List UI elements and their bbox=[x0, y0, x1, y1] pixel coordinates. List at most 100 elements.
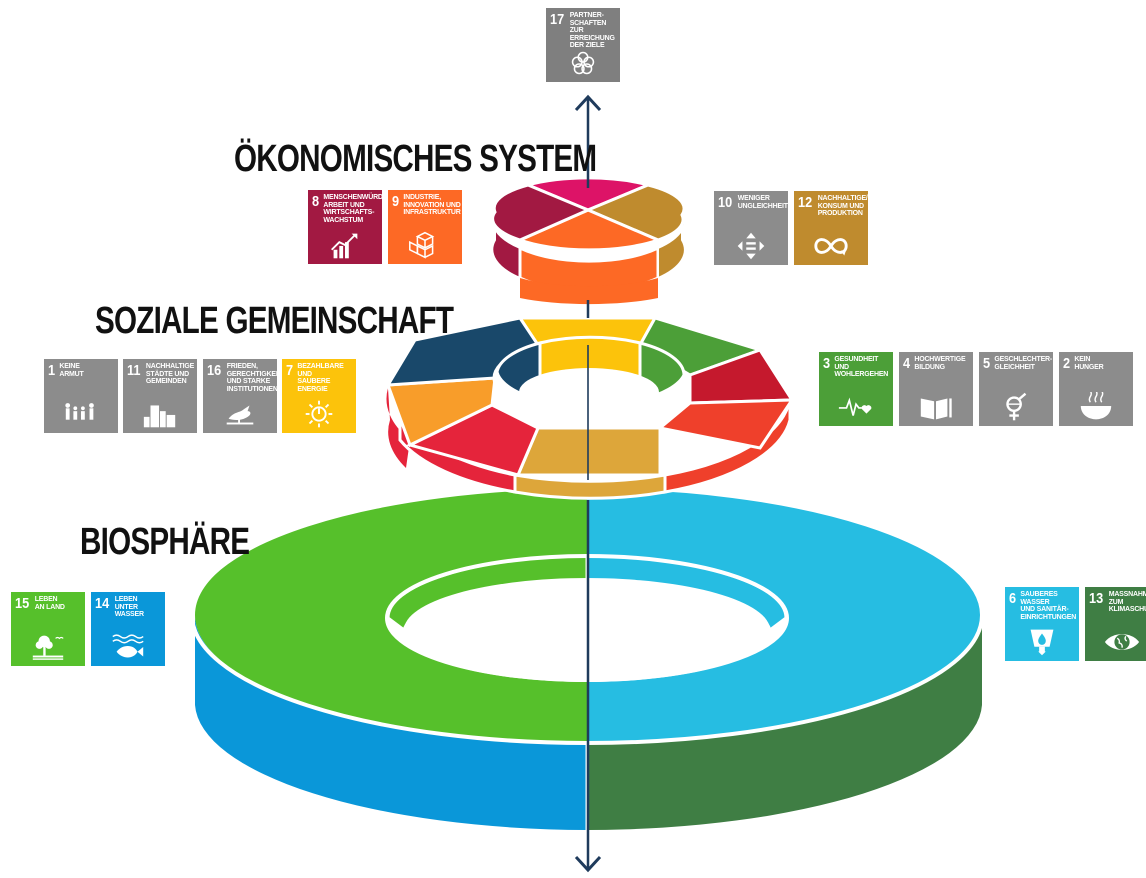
biosphere-title: BIOSPHÄRE bbox=[80, 521, 250, 563]
goal-label: LEBEN UNTER WASSER bbox=[114, 596, 144, 618]
goal-number: 5 bbox=[983, 355, 991, 372]
biosphere-ring bbox=[190, 485, 984, 830]
society-ring bbox=[385, 316, 795, 500]
infinity-icon bbox=[812, 231, 850, 261]
goal-label: HOCHWERTIGE BILDUNG bbox=[914, 356, 966, 371]
economy-side-bottom bbox=[520, 278, 658, 305]
goal-number: 13 bbox=[1089, 590, 1104, 607]
tile-header: 10 WENIGER UNGLEICHHEITEN bbox=[718, 194, 788, 211]
goal-number: 17 bbox=[550, 11, 565, 28]
goal-label: INDUSTRIE, INNOVATION UND INFRASTRUKTUR bbox=[403, 194, 461, 216]
central-axis bbox=[574, 94, 602, 873]
goal-label: MASSNAHMEN ZUM KLIMASCHUTZ bbox=[1108, 591, 1146, 613]
goal-number: 14 bbox=[95, 595, 110, 612]
goal-label: GESCHLECHTER- GLEICHHEIT bbox=[994, 356, 1053, 371]
water-drop-icon bbox=[1023, 627, 1061, 657]
economy-top-pink bbox=[523, 176, 653, 212]
goal-number: 8 bbox=[312, 193, 320, 210]
flower-rings-icon bbox=[564, 48, 602, 78]
goal-label: KEIN HUNGER bbox=[1074, 356, 1104, 371]
biosphere-side-right bbox=[587, 615, 982, 830]
heartbeat-icon bbox=[837, 392, 875, 422]
growth-chart-icon bbox=[326, 230, 364, 260]
goal-label: LEBEN AN LAND bbox=[34, 596, 65, 611]
economy-side-right bbox=[657, 206, 686, 280]
economy-top-orange bbox=[515, 208, 663, 252]
goal-number: 1 bbox=[48, 362, 56, 379]
economy-top-maroon bbox=[491, 183, 592, 242]
economy-title: ÖKONOMISCHES SYSTEM bbox=[234, 138, 597, 180]
goal-label: MENSCHENWÜRDIGE ARBEIT UND WIRTSCHAFTS- … bbox=[323, 194, 382, 224]
goal-number: 4 bbox=[903, 355, 911, 372]
goal-number: 11 bbox=[127, 362, 141, 379]
book-icon bbox=[917, 392, 955, 422]
goal-number: 15 bbox=[15, 595, 30, 612]
goal-number: 6 bbox=[1009, 590, 1017, 607]
sun-power-icon bbox=[300, 399, 338, 429]
goal-number: 16 bbox=[207, 362, 222, 379]
society-side-3 bbox=[513, 473, 667, 500]
goal-label: NACHHALTIGE/R KONSUM UND PRODUKTION bbox=[817, 195, 868, 217]
cubes-icon bbox=[406, 230, 444, 260]
goal-label: BEZAHLBARE UND SAUBERE ENERGIE bbox=[297, 363, 344, 393]
goal-label: KEINE ARMUT bbox=[59, 363, 84, 378]
biosphere-side-left bbox=[195, 615, 587, 830]
goal-label: FRIEDEN, GERECHTIGKEIT UND STARKE INSTIT… bbox=[226, 363, 277, 393]
arrow-up-icon bbox=[574, 94, 602, 112]
goal-number: 9 bbox=[392, 193, 400, 210]
sdg-tile-15[interactable]: 15 LEBEN AN LAND bbox=[11, 592, 85, 666]
goal-label: GESUNDHEIT UND WOHLERGEHEN bbox=[834, 356, 889, 378]
goal-number: 2 bbox=[1063, 355, 1071, 372]
sdg-tile-8[interactable]: 8MENSCHENWÜRDIGE ARBEIT UND WIRTSCHAFTS-… bbox=[308, 190, 382, 264]
goal-number: 7 bbox=[286, 362, 294, 379]
dove-icon bbox=[221, 399, 259, 429]
equality-arrows-icon bbox=[732, 231, 770, 261]
goal-number: 12 bbox=[798, 194, 813, 211]
biosphere-top-left bbox=[195, 487, 587, 743]
city-icon bbox=[141, 399, 179, 429]
goal-label: NACHHALTIGE STÄDTE UND GEMEINDEN bbox=[145, 363, 195, 385]
goal-number: 10 bbox=[718, 194, 733, 211]
goal-number: 3 bbox=[823, 355, 831, 372]
tile-header: 13MASSNAHMEN ZUM KLIMASCHUTZ bbox=[1089, 591, 1146, 614]
goal-label: WENIGER UNGLEICHHEITEN bbox=[737, 195, 788, 210]
society-side-1 bbox=[386, 388, 410, 468]
goal-label: SAUBERES WASSER UND SANITÄR- EINRICHTUNG… bbox=[1020, 591, 1077, 621]
fish-icon bbox=[109, 632, 147, 662]
sdg-tile-13[interactable]: 13MASSNAHMEN ZUM KLIMASCHUTZ bbox=[1085, 587, 1146, 661]
society-title: SOZIALE GEMEINSCHAFT bbox=[95, 300, 454, 342]
sdg-tile-10[interactable]: 10 WENIGER UNGLEICHHEITEN bbox=[714, 191, 788, 265]
goal-label: PARTNER- SCHAFTEN ZUR ERREICHUNG DER ZIE… bbox=[569, 12, 615, 49]
bowl-icon bbox=[1077, 392, 1115, 422]
family-icon bbox=[62, 399, 100, 429]
economy-top-gold bbox=[584, 183, 686, 242]
economy-ring bbox=[491, 176, 686, 305]
